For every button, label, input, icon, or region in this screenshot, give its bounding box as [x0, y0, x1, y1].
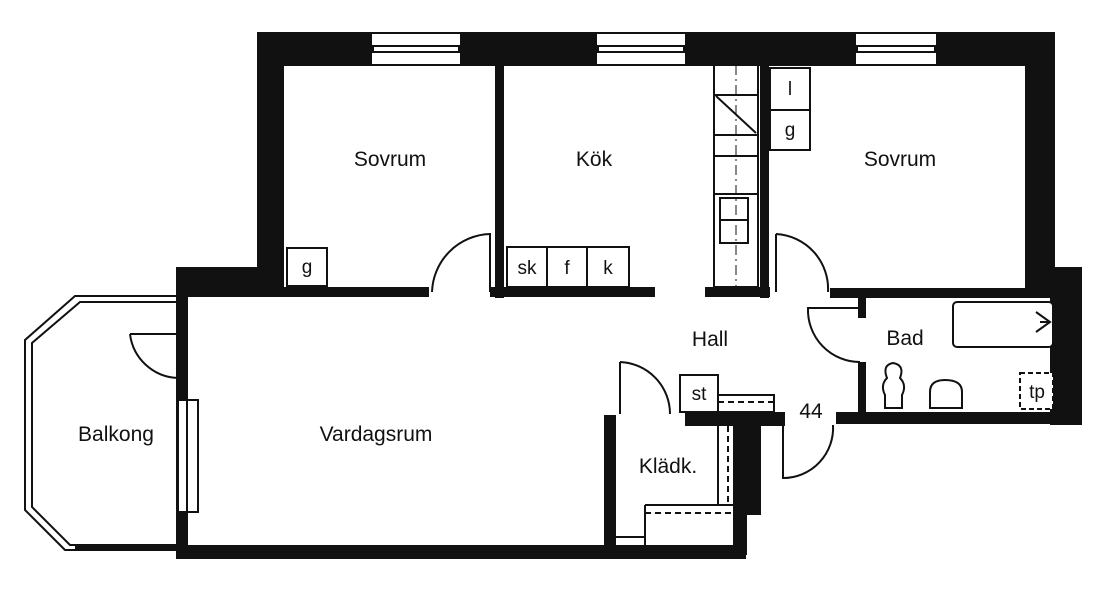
room-label-sovrum-1: Sovrum [354, 148, 426, 171]
unit-number: 44 [799, 400, 823, 423]
windows [370, 32, 938, 66]
interior-walls [184, 55, 1076, 424]
fixture-label-sink: sk [518, 258, 538, 279]
room-label-vardagsrum: Vardagsrum [320, 423, 433, 446]
bathtub-icon [952, 301, 1054, 348]
fixture-label-freezer: k [603, 258, 613, 279]
room-label-kladk: Klädk. [639, 455, 697, 478]
wardrobes [286, 67, 811, 413]
doors [129, 232, 861, 480]
toilet-icon [881, 361, 906, 409]
fixture-label-linen: l [788, 79, 792, 100]
kitchen-cabinets-column [713, 64, 759, 288]
closet-shelves [616, 401, 774, 545]
room-label-bad: Bad [886, 327, 923, 350]
room-label-sovrum-2: Sovrum [864, 148, 936, 171]
sink-icon [929, 378, 963, 409]
fixture-label-wardrobe-2: g [785, 120, 796, 141]
room-label-kok: Kök [576, 148, 613, 171]
room-label-hall: Hall [692, 328, 728, 351]
room-label-balkong: Balkong [78, 423, 154, 446]
kitchen-counter [506, 246, 630, 288]
fixture-label-wardrobe-1: g [302, 257, 313, 278]
fixture-label-storage: st [692, 384, 708, 405]
fixture-label-dryer: tp [1029, 382, 1045, 403]
fixture-label-fridge: f [564, 258, 570, 279]
bath-fixtures [881, 301, 1054, 410]
